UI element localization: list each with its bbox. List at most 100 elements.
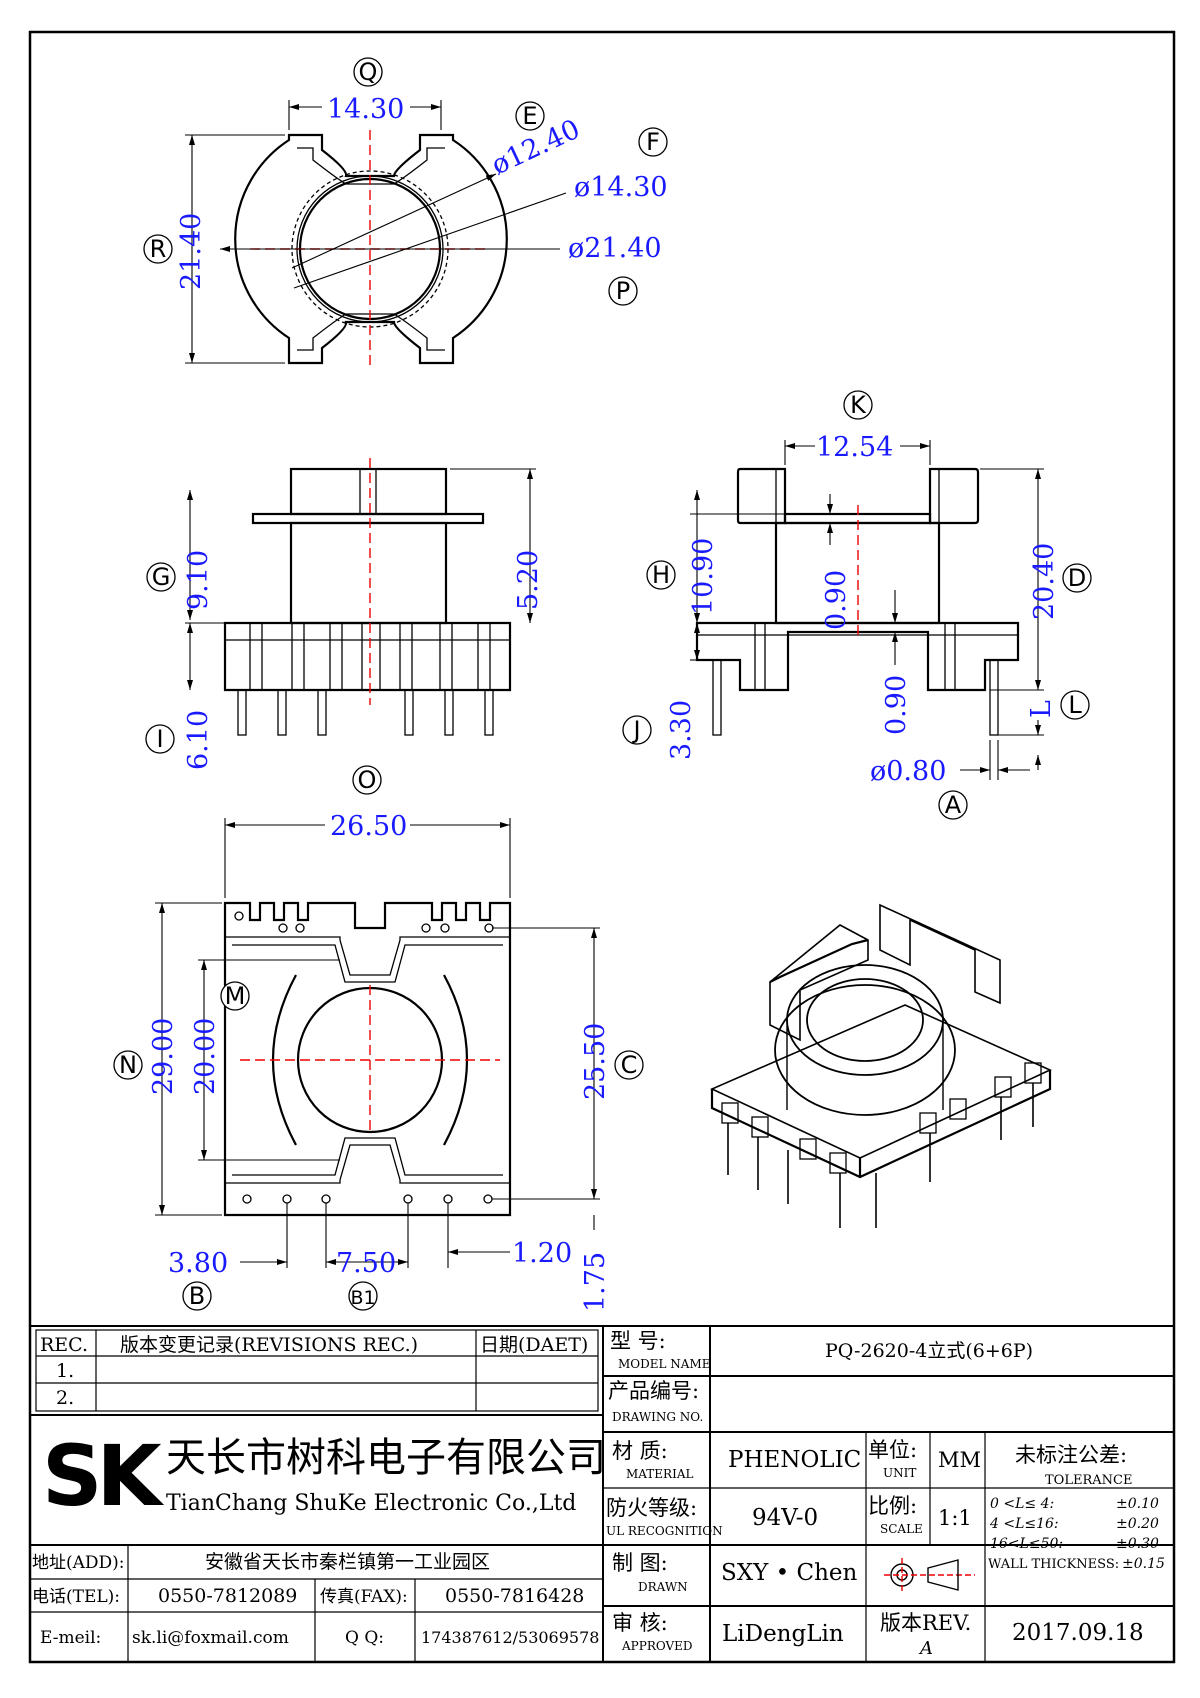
svg-text:R: R	[150, 235, 167, 263]
scale-label-cn: 比例:	[868, 1494, 917, 1518]
rev-value: A	[918, 1638, 933, 1659]
address-value: 安徽省天长市秦栏镇第一工业园区	[205, 1551, 490, 1573]
rev-header-rec: REC.	[40, 1334, 88, 1356]
scale-value: 1:1	[938, 1506, 972, 1530]
approved-label-cn: 审 核:	[612, 1611, 668, 1635]
side-d2-dim: 5.20	[513, 550, 544, 610]
model-value: PQ-2620-4立式(6+6P)	[825, 1340, 1033, 1362]
bottom-p3-dim: 1.20	[512, 1238, 572, 1269]
company-name-cn: 天长市树科电子有限公司	[166, 1435, 606, 1481]
material-value: PHENOLIC	[728, 1447, 861, 1473]
bubble-k: K	[843, 390, 873, 420]
top-dia3-dim: ø21.40	[568, 233, 662, 264]
svg-text:K: K	[850, 391, 867, 419]
tol-range-4: WALL THICKNESS:	[988, 1557, 1119, 1572]
svg-text:Q: Q	[359, 58, 378, 86]
tolerance-en: TOLERANCE	[1045, 1473, 1132, 1488]
company-logo: SK	[42, 1427, 170, 1525]
approved-value: LiDengLin	[722, 1621, 844, 1647]
svg-text:O: O	[358, 766, 377, 794]
drawing-no-label-cn: 产品编号:	[608, 1379, 699, 1403]
svg-text:I: I	[156, 725, 163, 753]
unit-label-en: UNIT	[883, 1466, 916, 1480]
tol-val-4: ±0.15	[1122, 1556, 1165, 1572]
drawn-value: SXY • Chen	[721, 1560, 858, 1586]
model-label-en: MODEL NAME	[618, 1357, 711, 1371]
qq-label: Q Q:	[345, 1628, 384, 1648]
top-view	[185, 100, 567, 370]
front-d6-dim: L	[1026, 700, 1057, 718]
bubble-r: R	[143, 234, 173, 264]
bottom-view	[155, 818, 600, 1268]
front-d2-dim: 0.90	[821, 570, 852, 630]
company-name-en: TianChang ShuKe Electronic Co.,Ltd	[166, 1491, 576, 1516]
bottom-p1-dim: 3.80	[168, 1248, 228, 1279]
bubble-l: L	[1060, 690, 1090, 720]
date-value: 2017.09.18	[1012, 1620, 1144, 1646]
drawn-label-en: DRAWN	[638, 1580, 688, 1594]
tol-range-2: 4 <L≤16:	[989, 1516, 1059, 1532]
approved-label-en: APPROVED	[621, 1639, 693, 1653]
fire-label-en: UL RECOGNITION	[606, 1524, 723, 1538]
top-dia2-dim: ø14.30	[574, 172, 668, 203]
bubble-p: P	[608, 276, 638, 306]
rev-label: 版本REV.	[880, 1611, 971, 1635]
bubble-e: E	[515, 101, 545, 131]
material-label-cn: 材 质:	[612, 1439, 668, 1463]
bubble-i: I	[145, 724, 175, 754]
bubble-q: Q	[353, 57, 383, 87]
svg-text:P: P	[616, 277, 630, 305]
email-label: E-meil:	[40, 1628, 101, 1648]
rev-header-desc: 版本变更记录(REVISIONS REC.)	[120, 1334, 418, 1356]
front-width-dim: 12.54	[816, 432, 893, 463]
bottom-p2-dim: 7.50	[336, 1248, 396, 1279]
bubble-a: A	[938, 790, 968, 820]
bubble-g: G	[146, 562, 176, 592]
front-pin-dim: ø0.80	[870, 756, 946, 787]
svg-text:C: C	[621, 1051, 638, 1079]
side-d1-dim: 9.10	[183, 550, 214, 610]
rev-header-date: 日期(DAET)	[480, 1334, 588, 1356]
svg-text:A: A	[945, 791, 962, 819]
bubble-c: C	[614, 1050, 644, 1080]
top-width-dim: 14.30	[327, 94, 404, 125]
qq-value: 174387612/53069578	[421, 1628, 599, 1647]
tol-range-1: 0 <L≤ 4:	[990, 1496, 1054, 1512]
tel-label: 电话(TEL):	[32, 1587, 120, 1607]
fire-value: 94V-0	[752, 1505, 818, 1531]
svg-text:F: F	[646, 128, 660, 156]
bubble-b1: B1	[348, 1281, 378, 1311]
svg-text:D: D	[1068, 564, 1086, 592]
svg-text:B1: B1	[350, 1287, 375, 1309]
svg-text:N: N	[119, 1051, 137, 1079]
drawn-label-cn: 制 图:	[612, 1551, 668, 1575]
tol-val-1: ±0.10	[1116, 1496, 1159, 1512]
address-label: 地址(ADD):	[32, 1553, 125, 1573]
rev-row-2: 2.	[56, 1387, 74, 1409]
title-block: REC. 版本变更记录(REVISIONS REC.) 日期(DAET) 1. …	[30, 1325, 1174, 1662]
email-value: sk.li@foxmail.com	[132, 1628, 289, 1648]
bottom-h3-dim: 25.50	[580, 1023, 611, 1100]
tel-value: 0550-7812089	[158, 1585, 297, 1607]
model-label-cn: 型 号:	[610, 1329, 666, 1353]
side-view	[185, 458, 536, 736]
bubble-b: B	[182, 1281, 212, 1311]
drawing-no-label-en: DRAWING NO.	[612, 1410, 703, 1424]
tolerance-title: 未标注公差:	[1015, 1443, 1127, 1467]
isometric-view	[710, 903, 1052, 1228]
fire-label-cn: 防火等级:	[606, 1496, 697, 1520]
svg-text:E: E	[522, 102, 537, 130]
bubble-h: H	[646, 560, 676, 590]
side-d3-dim: 6.10	[183, 710, 214, 770]
svg-text:H: H	[652, 561, 670, 589]
front-d1-dim: 10.90	[688, 538, 719, 615]
unit-label-cn: 单位:	[868, 1438, 917, 1462]
scale-label-en: SCALE	[880, 1522, 923, 1536]
projection-symbol-icon	[884, 1558, 975, 1592]
fax-label: 传真(FAX):	[320, 1587, 408, 1607]
bubble-d: D	[1062, 563, 1092, 593]
tol-val-2: ±0.20	[1116, 1516, 1159, 1532]
tol-range-3: 16<L≤50:	[990, 1536, 1063, 1552]
bottom-width-dim: 26.50	[330, 811, 407, 842]
